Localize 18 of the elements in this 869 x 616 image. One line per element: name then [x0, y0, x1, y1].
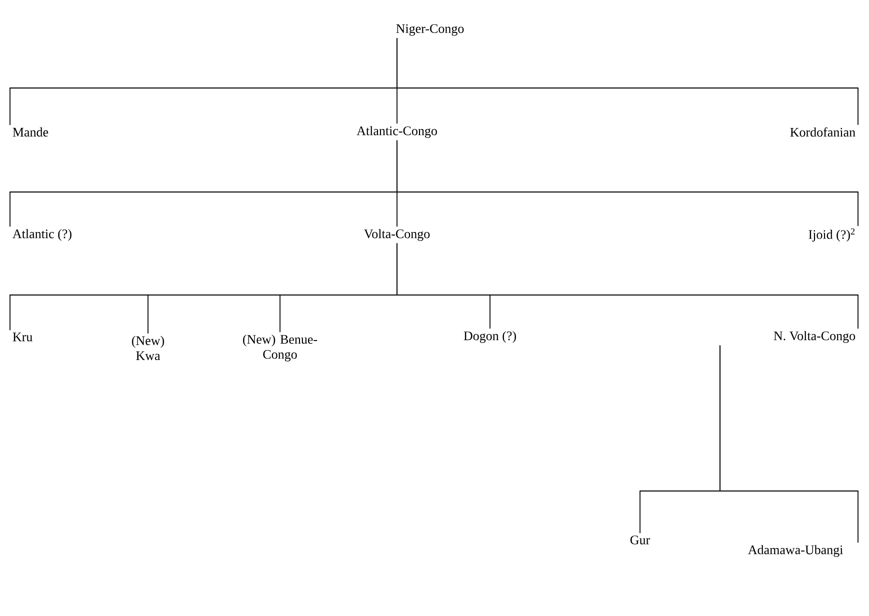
taxon-label: Atlantic-Congo: [356, 126, 437, 138]
taxon-label: (New) Benue-Congo: [243, 334, 318, 362]
taxon-label: Dogon (?): [464, 331, 516, 343]
taxon-label: (New) Kwa: [132, 336, 164, 360]
taxon-label: Niger-Congo: [396, 24, 464, 36]
taxon-label: Ijoid (?)$^{2}$: [808, 228, 855, 242]
taxon-label: N. Volta-Congo: [774, 331, 856, 343]
tree-branch: [396, 38, 858, 126]
taxon-label: Adamawa-Ubangi: [748, 545, 843, 557]
taxon-label: Volta-Congo: [364, 229, 430, 241]
taxon-label: Kordofanian: [790, 127, 856, 137]
taxon-label: Mande: [12, 127, 48, 137]
tree-branch: [720, 344, 858, 544]
tree-branch: [396, 242, 858, 330]
taxon-label: Atlantic (?): [12, 229, 72, 241]
taxon-label: Kru: [12, 332, 32, 342]
tree-branch: [396, 140, 858, 226]
taxon-label: Gur: [630, 536, 650, 544]
